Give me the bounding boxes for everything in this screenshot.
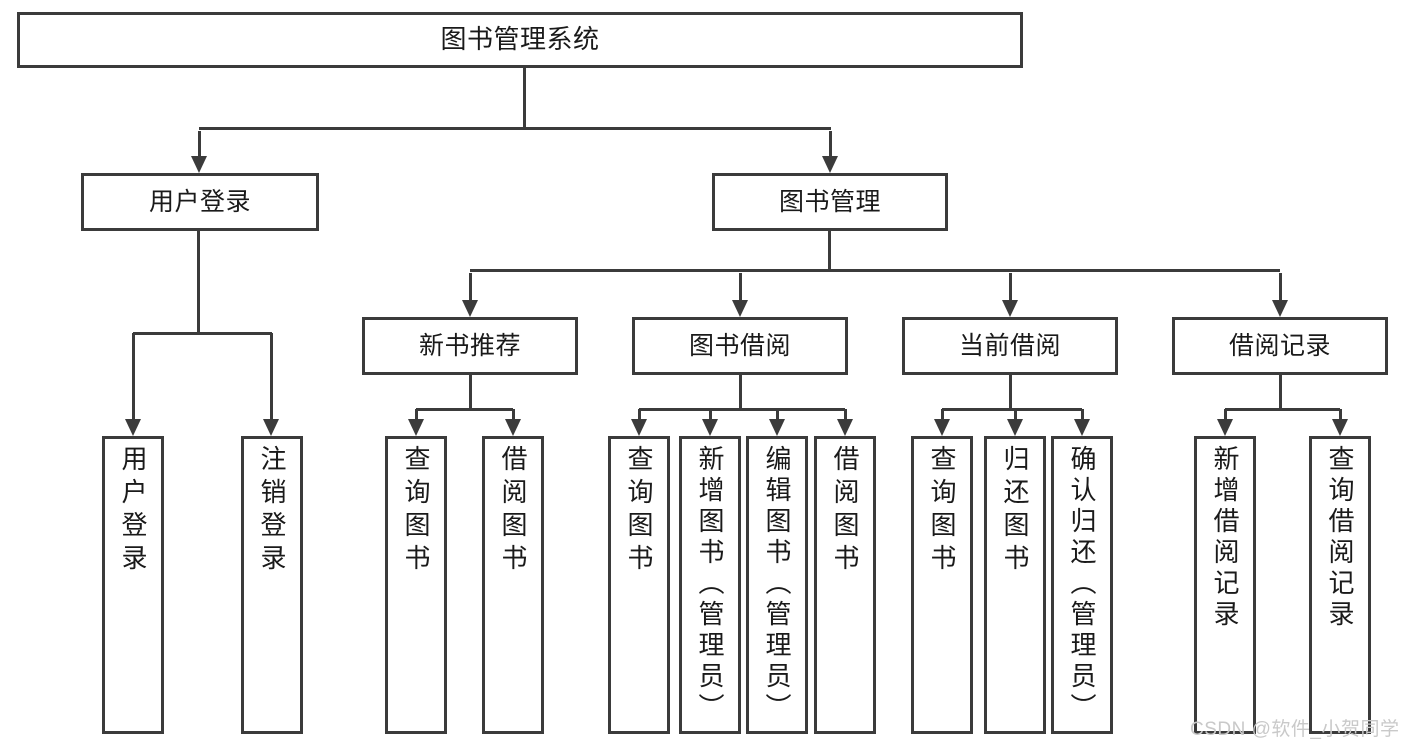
connector-line: [1009, 375, 1012, 409]
node-borrow-record[interactable]: 借阅记录: [1172, 317, 1388, 375]
leaf-query-record[interactable]: 查询借阅记录: [1309, 436, 1371, 734]
connector-line: [1009, 273, 1012, 301]
watermark-text: CSDN @软件_小贺同学: [1190, 719, 1400, 740]
node-label: 查询图书: [927, 445, 957, 577]
node-user-login[interactable]: 用户登录: [81, 173, 319, 231]
leaf-add-book[interactable]: 新增图书（管理员）: [679, 436, 741, 734]
node-root-system[interactable]: 图书管理系统: [17, 12, 1023, 68]
connector-line: [1014, 409, 1017, 420]
connector-line: [639, 408, 845, 411]
arrow-head: [934, 419, 950, 436]
node-label: 借阅记录: [1228, 332, 1331, 360]
connector-line: [523, 68, 526, 130]
leaf-confirm-return[interactable]: 确认归还（管理员）: [1051, 436, 1113, 734]
node-label: 用户登录: [148, 188, 251, 216]
node-label: 查询图书: [624, 445, 654, 577]
connector-line: [638, 409, 641, 420]
connector-line: [844, 409, 847, 420]
leaf-return-book[interactable]: 归还图书: [984, 436, 1046, 734]
connector-line: [941, 409, 944, 420]
connector-line: [199, 127, 831, 130]
connector-line: [133, 332, 272, 335]
connector-line: [1225, 408, 1340, 411]
arrow-head: [263, 419, 279, 436]
node-label: 用户登录: [118, 445, 148, 577]
node-book-borrow[interactable]: 图书借阅: [632, 317, 848, 375]
arrow-head: [1002, 300, 1018, 317]
node-label: 借阅图书: [830, 445, 860, 577]
node-current-borrow[interactable]: 当前借阅: [902, 317, 1118, 375]
arrow-head: [732, 300, 748, 317]
arrow-head: [462, 300, 478, 317]
node-label: 查询借阅记录: [1325, 445, 1355, 631]
node-label: 确认归还（管理员）: [1067, 445, 1097, 724]
leaf-user-login[interactable]: 用户登录: [102, 436, 164, 734]
connector-line: [197, 231, 200, 335]
leaf-query-book-2[interactable]: 查询图书: [608, 436, 670, 734]
connector-line: [415, 409, 418, 420]
node-new-book-recommend[interactable]: 新书推荐: [362, 317, 578, 375]
node-label: 新增图书（管理员）: [695, 445, 725, 724]
node-label: 图书管理系统: [440, 24, 600, 55]
node-label: 编辑图书（管理员）: [762, 445, 792, 724]
arrow-head: [631, 419, 647, 436]
arrow-head: [702, 419, 718, 436]
leaf-borrow-book-1[interactable]: 借阅图书: [482, 436, 544, 734]
connector-line: [829, 131, 832, 157]
arrow-head: [505, 419, 521, 436]
arrow-head: [191, 156, 207, 173]
leaf-add-record[interactable]: 新增借阅记录: [1194, 436, 1256, 734]
connector-line: [776, 409, 779, 420]
arrow-head: [769, 419, 785, 436]
connector-line: [1081, 409, 1084, 420]
connector-line: [416, 408, 513, 411]
connector-line: [942, 408, 1082, 411]
connector-line: [1224, 409, 1227, 420]
connector-line: [470, 269, 1280, 272]
arrow-head: [822, 156, 838, 173]
connector-line: [709, 409, 712, 420]
arrow-head: [1272, 300, 1288, 317]
connector-line: [828, 231, 831, 272]
leaf-borrow-book-2[interactable]: 借阅图书: [814, 436, 876, 734]
arrow-head: [408, 419, 424, 436]
leaf-query-book-1[interactable]: 查询图书: [385, 436, 447, 734]
leaf-query-book-3[interactable]: 查询图书: [911, 436, 973, 734]
connector-line: [132, 333, 135, 420]
arrow-head: [1332, 419, 1348, 436]
node-label: 图书管理: [778, 188, 881, 216]
connector-line: [270, 333, 273, 420]
connector-line: [1279, 273, 1282, 301]
connector-line: [739, 273, 742, 301]
arrow-head: [1217, 419, 1233, 436]
connector-line: [1279, 375, 1282, 409]
arrow-head: [1074, 419, 1090, 436]
node-label: 查询图书: [401, 445, 431, 577]
node-label: 当前借阅: [958, 332, 1061, 360]
connector-line: [739, 375, 742, 409]
connector-line: [1339, 409, 1342, 420]
node-label: 注销登录: [257, 445, 287, 577]
node-label: 归还图书: [1000, 445, 1030, 577]
connector-line: [198, 131, 201, 157]
node-label: 新增借阅记录: [1210, 445, 1240, 631]
connector-line: [512, 409, 515, 420]
connector-line: [469, 375, 472, 409]
leaf-edit-book[interactable]: 编辑图书（管理员）: [746, 436, 808, 734]
connector-line: [469, 273, 472, 301]
node-label: 借阅图书: [498, 445, 528, 577]
leaf-logout[interactable]: 注销登录: [241, 436, 303, 734]
node-book-manage[interactable]: 图书管理: [712, 173, 948, 231]
node-label: 新书推荐: [418, 332, 521, 360]
arrow-head: [1007, 419, 1023, 436]
arrow-head: [125, 419, 141, 436]
node-label: 图书借阅: [688, 332, 791, 360]
arrow-head: [837, 419, 853, 436]
